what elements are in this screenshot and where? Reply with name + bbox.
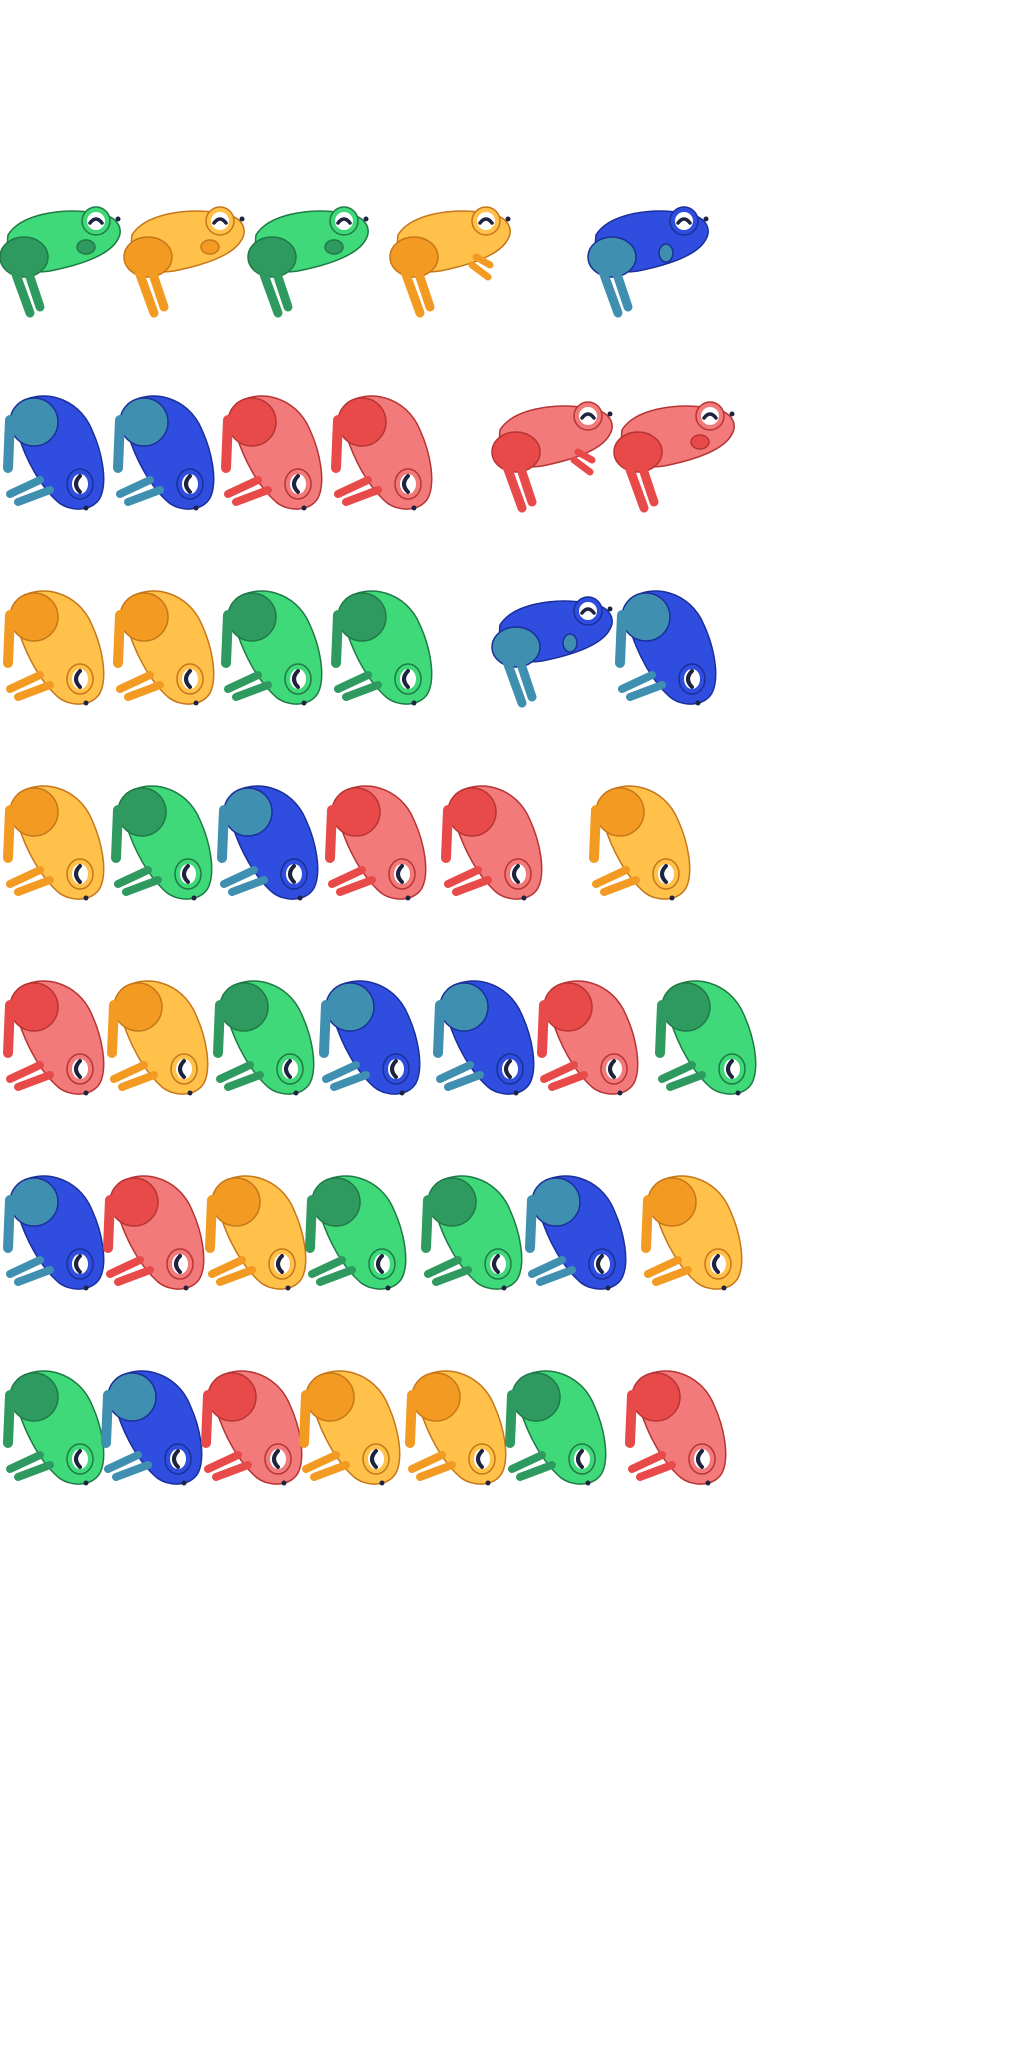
- frog-sprite-red: [438, 780, 548, 905]
- frog-sprite-blue: [587, 195, 713, 320]
- frog-sprite-green: [302, 1170, 412, 1295]
- frog-sprite-green: [210, 975, 320, 1100]
- frog-sprite-red: [328, 390, 438, 515]
- frog-sprite-blue: [214, 780, 324, 905]
- frog-sprite-blue: [522, 1170, 632, 1295]
- frog-sprite-yellow: [389, 195, 515, 320]
- frog-sprite-yellow: [402, 1365, 512, 1490]
- frog-sprite-red: [218, 390, 328, 515]
- frog-sprite-green: [652, 975, 762, 1100]
- frog-sprite-red: [622, 1365, 732, 1490]
- frog-sprite-green: [0, 1365, 110, 1490]
- frog-sprite-yellow: [123, 195, 249, 320]
- frog-sprite-blue: [430, 975, 540, 1100]
- frog-sprite-green: [328, 585, 438, 710]
- frog-sprite-green: [108, 780, 218, 905]
- frog-sprite-yellow: [0, 780, 110, 905]
- frog-sprite-red: [534, 975, 644, 1100]
- frog-sprite-red: [491, 390, 617, 515]
- frog-sprite-blue: [0, 390, 110, 515]
- frog-sprite-blue: [98, 1365, 208, 1490]
- frog-sprite-blue: [316, 975, 426, 1100]
- frog-sprite-yellow: [110, 585, 220, 710]
- frog-sprite-red: [322, 780, 432, 905]
- frog-sprite-green: [218, 585, 328, 710]
- frog-sprite-green: [247, 195, 373, 320]
- frog-sprite-yellow: [202, 1170, 312, 1295]
- frog-sprite-blue: [491, 585, 617, 710]
- frog-sprite-blue: [0, 1170, 110, 1295]
- frog-sprite-yellow: [0, 585, 110, 710]
- frog-sprite-yellow: [296, 1365, 406, 1490]
- frog-sprite-blue: [612, 585, 722, 710]
- frog-sprite-blue: [110, 390, 220, 515]
- frog-sprite-red: [613, 390, 739, 515]
- frog-sprite-green: [418, 1170, 528, 1295]
- frog-sprite-green: [0, 195, 125, 320]
- frog-sprite-red: [0, 975, 110, 1100]
- frog-sprite-red: [198, 1365, 308, 1490]
- frog-sprite-yellow: [586, 780, 696, 905]
- frog-sprite-yellow: [638, 1170, 748, 1295]
- frog-sprite-green: [502, 1365, 612, 1490]
- frog-sprite-yellow: [104, 975, 214, 1100]
- frog-sprite-red: [100, 1170, 210, 1295]
